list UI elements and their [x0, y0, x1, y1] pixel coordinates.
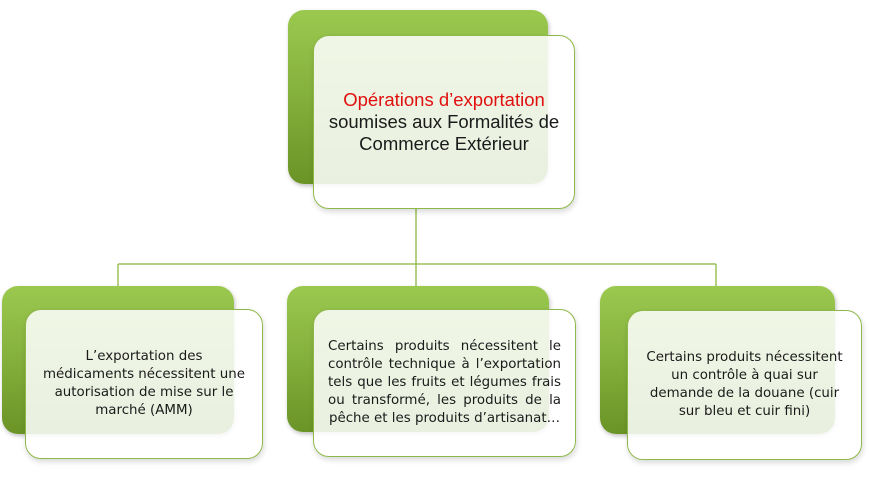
child-node-right-text: Certains produits nécessitent un contrôl… — [646, 350, 843, 419]
child-node-middle-text: Certains produits nécessitent le contrôl… — [328, 339, 561, 426]
root-node-line1: soumises aux Formalités de — [328, 111, 560, 132]
child-node-right: Certains produits nécessitent un contrôl… — [627, 310, 862, 460]
child-node-left: L’exportation des médicaments nécessiten… — [25, 309, 263, 459]
root-node-line2: Commerce Extérieur — [359, 133, 529, 154]
root-node-highlight: Opérations d’exportation — [343, 89, 545, 110]
root-node: Opérations d’exportation soumises aux Fo… — [313, 35, 575, 209]
child-node-left-text: L’exportation des médicaments nécessiten… — [42, 349, 246, 418]
child-node-middle: Certains produits nécessitent le contrôl… — [313, 309, 576, 457]
root-node-text: Opérations d’exportation soumises aux Fo… — [329, 89, 559, 155]
